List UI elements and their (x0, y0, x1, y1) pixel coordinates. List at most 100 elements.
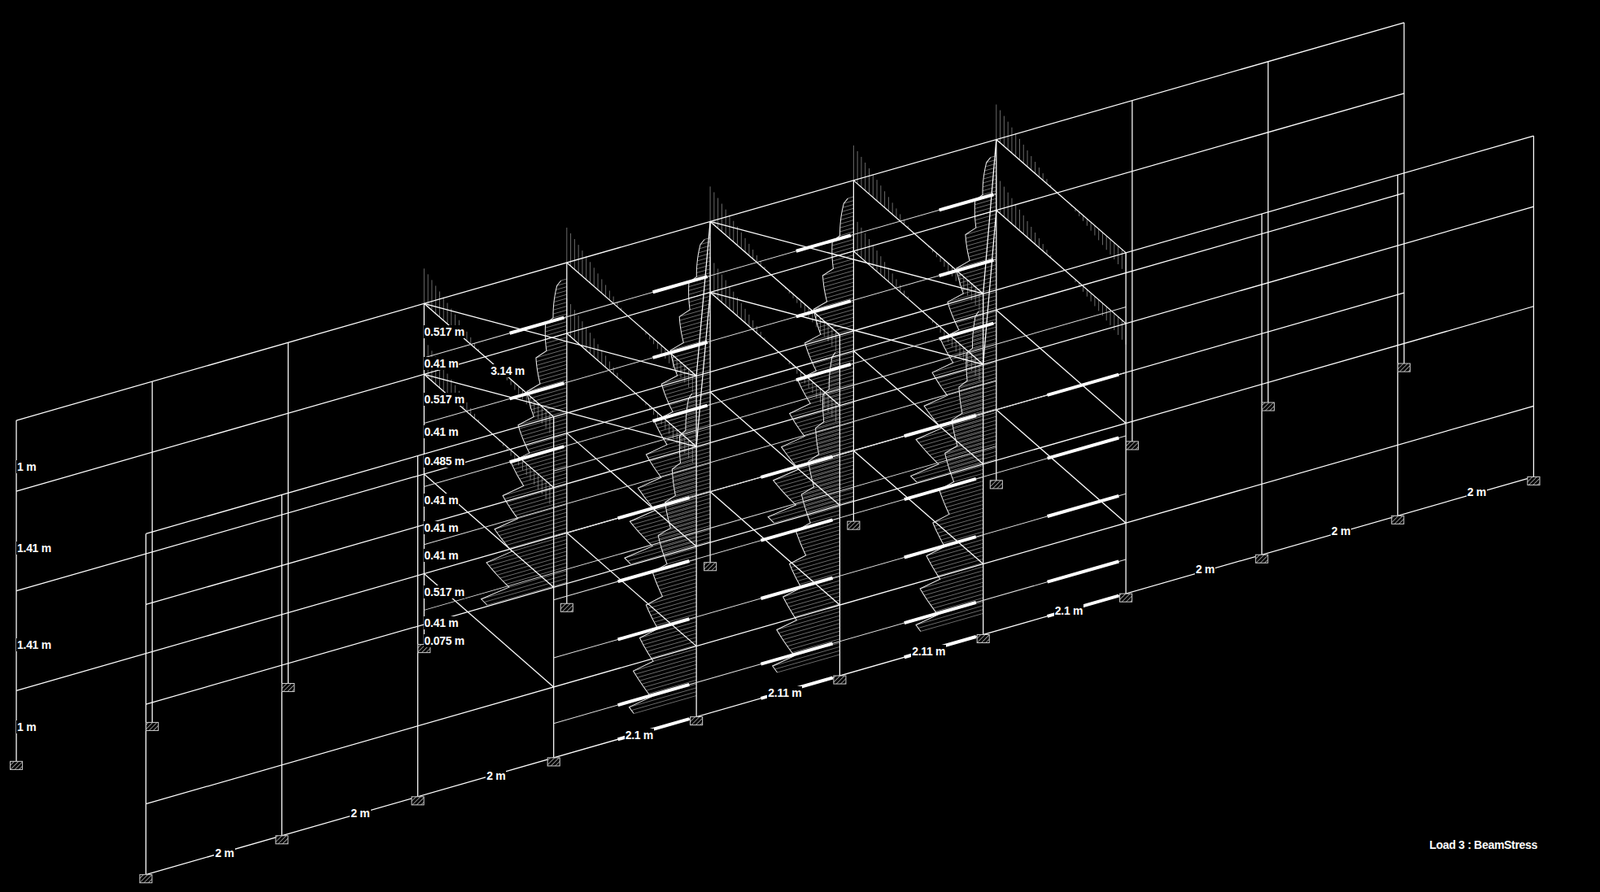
member-line (853, 351, 983, 465)
hatch-line (822, 266, 854, 276)
hatch-line (653, 649, 697, 662)
member-line (553, 493, 1126, 659)
hatch-line (810, 348, 854, 361)
hatch-line (946, 338, 996, 353)
member-line (1047, 561, 1120, 582)
member-line (566, 532, 697, 646)
fixed-support (833, 675, 846, 685)
hatch-line (1042, 244, 1044, 252)
hatch-line (466, 331, 467, 341)
member-line (653, 342, 708, 358)
member-line (904, 479, 977, 500)
hatch-line (667, 505, 697, 514)
hatch-line (1042, 173, 1044, 181)
hatch-line (961, 403, 984, 410)
hatch-line (819, 318, 821, 332)
fixed-support (847, 521, 860, 530)
member-line (996, 409, 1126, 524)
hatch-line (680, 323, 711, 332)
hatch-line (806, 332, 854, 347)
hatch-line (880, 185, 881, 205)
hatch-line (665, 551, 697, 561)
hatch-line (978, 309, 984, 312)
dimension-label: 0.517 m (423, 325, 466, 339)
hatch-line (895, 208, 897, 218)
hatch-line (597, 273, 599, 290)
dimension-label: 0.41 m (423, 616, 460, 630)
hatch-line (959, 388, 984, 395)
dimension-label: 2 m (1466, 485, 1487, 499)
hatch-line (536, 348, 567, 358)
hatch-line (818, 444, 841, 452)
hatch-line (672, 474, 697, 481)
hatch-line (483, 578, 567, 602)
hatch-line (949, 504, 984, 515)
hatch-line (967, 372, 984, 378)
hatch-line (675, 362, 711, 373)
hatch-line (553, 298, 567, 303)
dimension-label: 1 m (16, 460, 37, 474)
hatch-line (658, 417, 711, 432)
hatch-line (974, 202, 997, 210)
member-line (553, 435, 1126, 601)
hatch-line (984, 171, 997, 175)
hatch-line (1113, 313, 1115, 331)
hatch-line (605, 284, 606, 297)
hatch-line (697, 253, 711, 258)
hatch-line (971, 283, 973, 301)
hatch-line (506, 527, 567, 545)
dimension-label: 2 m (213, 846, 235, 860)
hatch-line (1011, 127, 1012, 154)
diagram-outline (628, 393, 692, 715)
hatch-line (783, 430, 854, 451)
hatch-line (439, 291, 441, 318)
hatch-line (601, 279, 602, 293)
hatch-line (806, 383, 854, 398)
hatch-line (937, 520, 984, 534)
hatch-line (853, 145, 855, 181)
hatch-line (793, 484, 855, 502)
hatch-line (965, 226, 997, 236)
hatch-line (697, 257, 711, 262)
member-line (710, 221, 984, 294)
member-line (145, 306, 1534, 705)
hatch-line (671, 462, 697, 470)
member-line (618, 497, 690, 519)
hatch-line (868, 168, 870, 195)
hatch-line (972, 333, 984, 337)
hatch-line (790, 553, 840, 568)
hatch-line (819, 388, 821, 403)
hatch-line (1034, 232, 1036, 245)
hatch-line (954, 427, 983, 436)
hatch-line (1003, 116, 1005, 147)
hatch-line (521, 422, 567, 436)
hatch-line (597, 344, 599, 361)
diagram-outline (915, 311, 979, 633)
hatch-line (505, 566, 567, 585)
hatch-line (951, 337, 953, 348)
fixed-support (282, 683, 295, 692)
hatch-line (526, 463, 528, 476)
hatch-line (795, 565, 840, 578)
member-line (423, 574, 554, 688)
hatch-line (825, 286, 855, 295)
hatch-line (1121, 249, 1123, 270)
member-line (696, 221, 711, 376)
hatch-line (913, 455, 997, 480)
hatch-line (967, 241, 997, 250)
hatch-line (685, 419, 697, 423)
hatch-line (593, 338, 595, 358)
hatch-line (649, 525, 711, 543)
hatch-line (704, 237, 711, 240)
hatch-line (959, 392, 984, 399)
member-line (16, 93, 1404, 492)
hatch-line (828, 378, 840, 382)
hatch-line (831, 358, 840, 362)
hatch-line (941, 412, 996, 428)
hatch-line (823, 413, 840, 419)
hatch-line (536, 357, 567, 367)
hatch-line (840, 227, 855, 232)
member-line (710, 392, 840, 506)
member-line (553, 559, 1126, 724)
